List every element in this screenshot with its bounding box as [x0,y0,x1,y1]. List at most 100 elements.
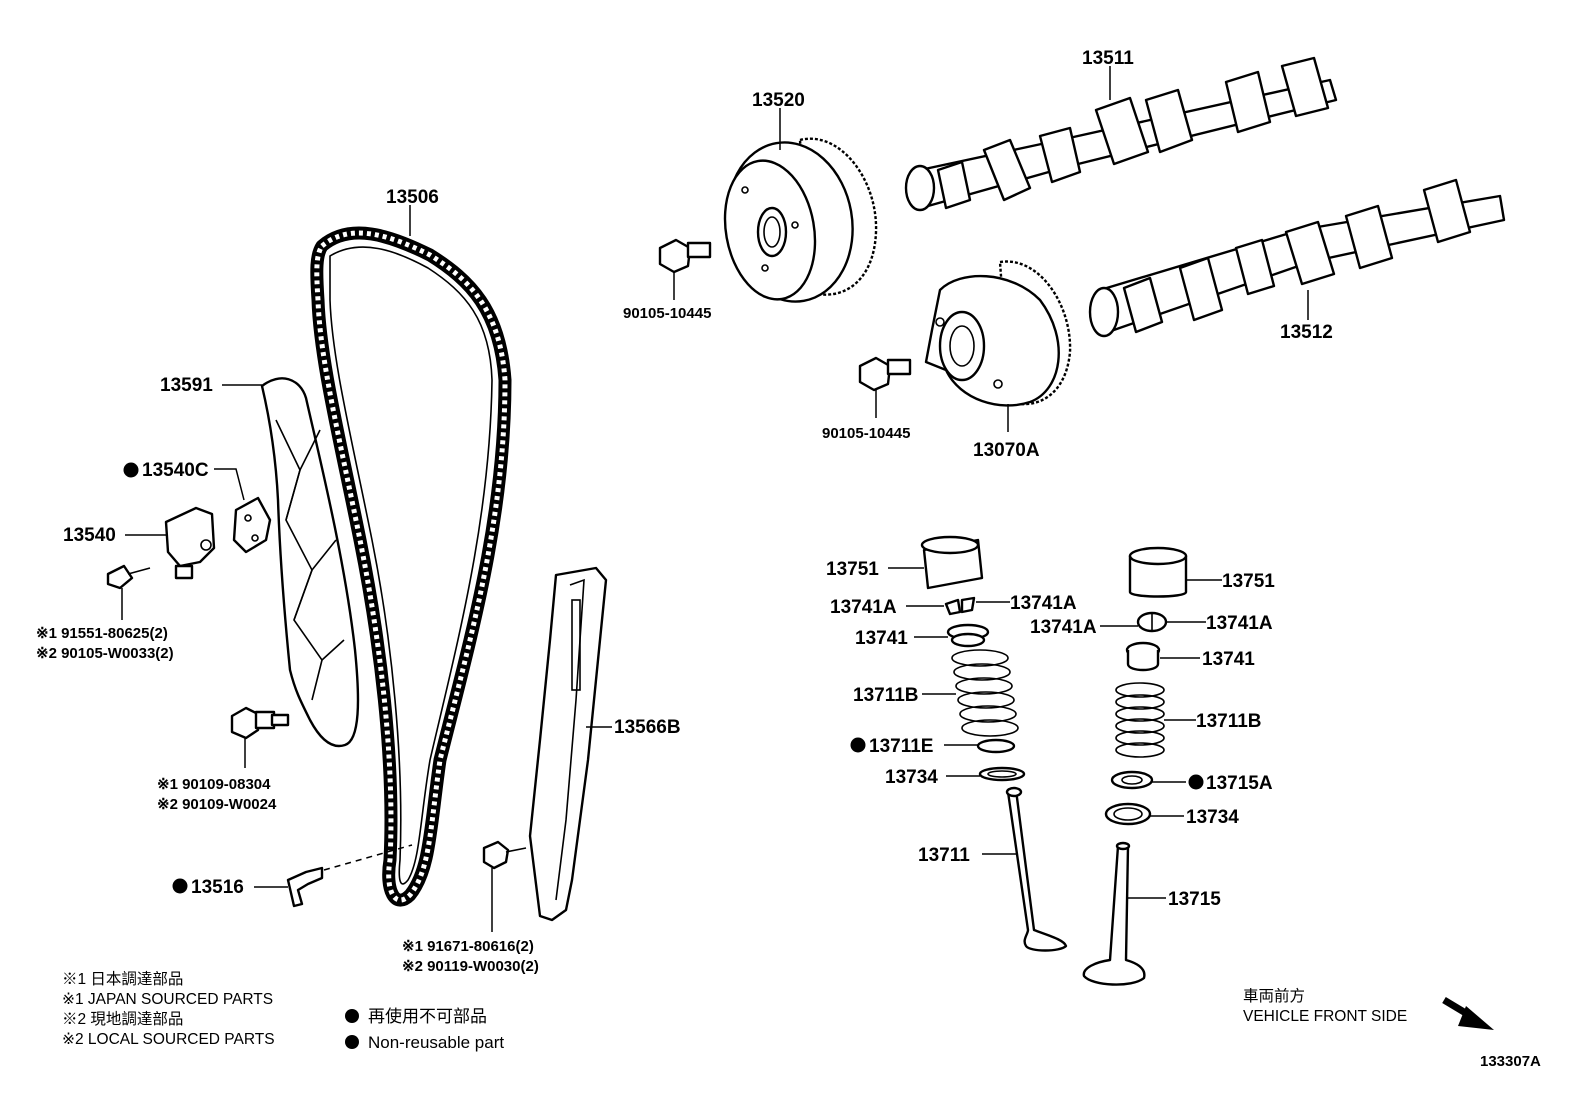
part-number-bolt-a: 90105-10445 [623,305,711,322]
note-pivot-bolt-2: ※2 90109-W0024 [157,796,277,813]
spring-retainer-13741-right[interactable] [1125,641,1161,672]
cam-gear-13520[interactable] [715,132,878,311]
tensioner-arm-13591[interactable] [260,377,360,748]
legend-local-en: ※2 LOCAL SOURCED PARTS [62,1031,275,1048]
part-number-13711: 13711 [918,845,970,866]
callout-13540: 13540 [63,525,166,620]
part-number-13734-right: 13734 [1186,807,1239,828]
oil-jet-13516[interactable] [286,866,324,908]
chain-guide-13566B[interactable] [482,566,608,922]
callout-13751-right: 13751 [1186,571,1275,592]
callout-13591: 13591 [160,375,262,396]
callout-13741-right: 13741 [1160,649,1255,670]
part-number-13741A-r1: 13741A [1030,617,1097,638]
part-number-bolt-b: 90105-10445 [822,425,910,442]
vvt-gear-13070A[interactable] [924,260,1072,407]
legend-local-jp: ※2 現地調達部品 [62,1010,183,1028]
part-number-13511: 13511 [1082,48,1134,69]
part-number-13711B-left: 13711B [853,685,919,706]
legend-nonreuse-en: Non-reusable part [368,1033,504,1052]
part-number-13070A: 13070A [973,440,1040,461]
non-reusable-dot [1188,774,1204,790]
valve-13711[interactable] [1005,786,1068,952]
chain-tensioner-13540[interactable] [106,506,216,590]
part-number-13506: 13506 [386,187,439,208]
valve-spring-13711B-right[interactable] [1115,682,1165,758]
part-number-13741A-r2: 13741A [1206,613,1273,634]
note-guide-bolt-1: ※1 91671-80616(2) [402,938,534,955]
diagram-id: 133307A [1480,1053,1541,1070]
valve-seal-13711E[interactable] [976,738,1016,754]
valve-spring-13711B-left[interactable] [951,649,1019,737]
timing-chain-13506[interactable] [310,226,512,907]
valve-13715[interactable] [1082,841,1146,986]
callout-13711B-left: 13711B [853,685,956,706]
part-number-13715: 13715 [1168,889,1221,910]
callout-13741-left: 13741 [855,628,948,649]
gasket-13540C[interactable] [232,496,272,554]
camshaft-13511[interactable] [904,56,1338,212]
vehicle-front-indicator: 車両前方 VEHICLE FRONT SIDE [1243,987,1494,1030]
front-arrow-icon [1442,996,1494,1030]
part-number-13711E: 13711E [869,736,933,757]
non-reusable-dot [172,878,188,894]
part-number-13741A-l1: 13741A [830,597,897,618]
bolt-90105-b[interactable] [858,356,912,392]
callout-13741A-right: 13741A 13741A [1030,613,1273,638]
legend-japan-jp: ※1 日本調達部品 [62,970,183,988]
callout-bolt-a: 90105-10445 [623,272,711,322]
part-number-13516: 13516 [191,877,244,898]
valve-lifter-13751-left[interactable] [920,535,984,590]
valve-lifter-13751-right[interactable] [1128,546,1188,598]
direction-en: VEHICLE FRONT SIDE [1243,1008,1407,1025]
callout-pivot-bolt: ※1 90109-08304 ※2 90109-W0024 [157,738,277,813]
note-tensioner-bolt-2: ※2 90105-W0033(2) [36,645,174,662]
callout-13711E: 13711E [850,736,978,757]
callout-13711B-right: 13711B [1164,711,1262,732]
part-number-13540C: 13540C [142,460,209,481]
pivot-bolt[interactable] [230,706,290,740]
callout-13566B: 13566B [491,717,681,932]
bolt-90105-a[interactable] [658,238,712,274]
spring-retainer-13741-left[interactable] [946,623,990,648]
valve-keeper-13741A-right[interactable] [1136,611,1168,633]
camshaft-13512[interactable] [1088,178,1506,338]
callout-13741A-left: 13741A 13741A [830,593,1077,618]
part-number-13751-left: 13751 [826,559,879,580]
callout-13520: 13520 [752,90,805,150]
callout-13751-left: 13751 [826,559,924,580]
part-number-13711B-right: 13711B [1196,711,1262,732]
non-reusable-dot [345,1035,359,1049]
note-tensioner-bolt-1: ※1 91551-80625(2) [36,625,168,642]
callout-bolt-b: 90105-10445 [822,390,910,442]
legend-japan-en: ※1 JAPAN SOURCED PARTS [62,991,273,1008]
callout-13070A: 13070A [973,404,1040,461]
callout-13715: 13715 [1128,889,1221,910]
callout-13734-right: 13734 [1150,807,1239,828]
spring-seat-13734-right[interactable] [1104,802,1152,826]
callout-13511: 13511 [1082,48,1134,100]
valve-keeper-13741A-left[interactable] [944,596,976,616]
part-number-13566B: 13566B [614,717,681,738]
callout-13711: 13711 [918,845,1016,866]
part-number-13540: 13540 [63,525,116,546]
callout-13512: 13512 [1280,290,1333,343]
non-reusable-dot [123,462,139,478]
valve-seal-13715A[interactable] [1110,770,1154,790]
direction-jp: 車両前方 [1243,987,1305,1005]
part-number-13512: 13512 [1280,322,1333,343]
part-number-13741-right: 13741 [1202,649,1255,670]
part-number-13520: 13520 [752,90,805,111]
non-reusable-dot [850,737,866,753]
non-reusable-dot [345,1009,359,1023]
spring-seat-13734-left[interactable] [978,766,1026,782]
legend-nonreuse-jp: 再使用不可部品 [368,1006,487,1026]
callout-13715A: 13715A [1152,773,1273,794]
part-number-13715A: 13715A [1206,773,1273,794]
legend: ※1 日本調達部品 ※1 JAPAN SOURCED PARTS ※2 現地調達… [62,970,504,1052]
part-number-13741A-l2: 13741A [1010,593,1077,614]
part-number-13734-left: 13734 [885,767,938,788]
part-number-13741-left: 13741 [855,628,908,649]
